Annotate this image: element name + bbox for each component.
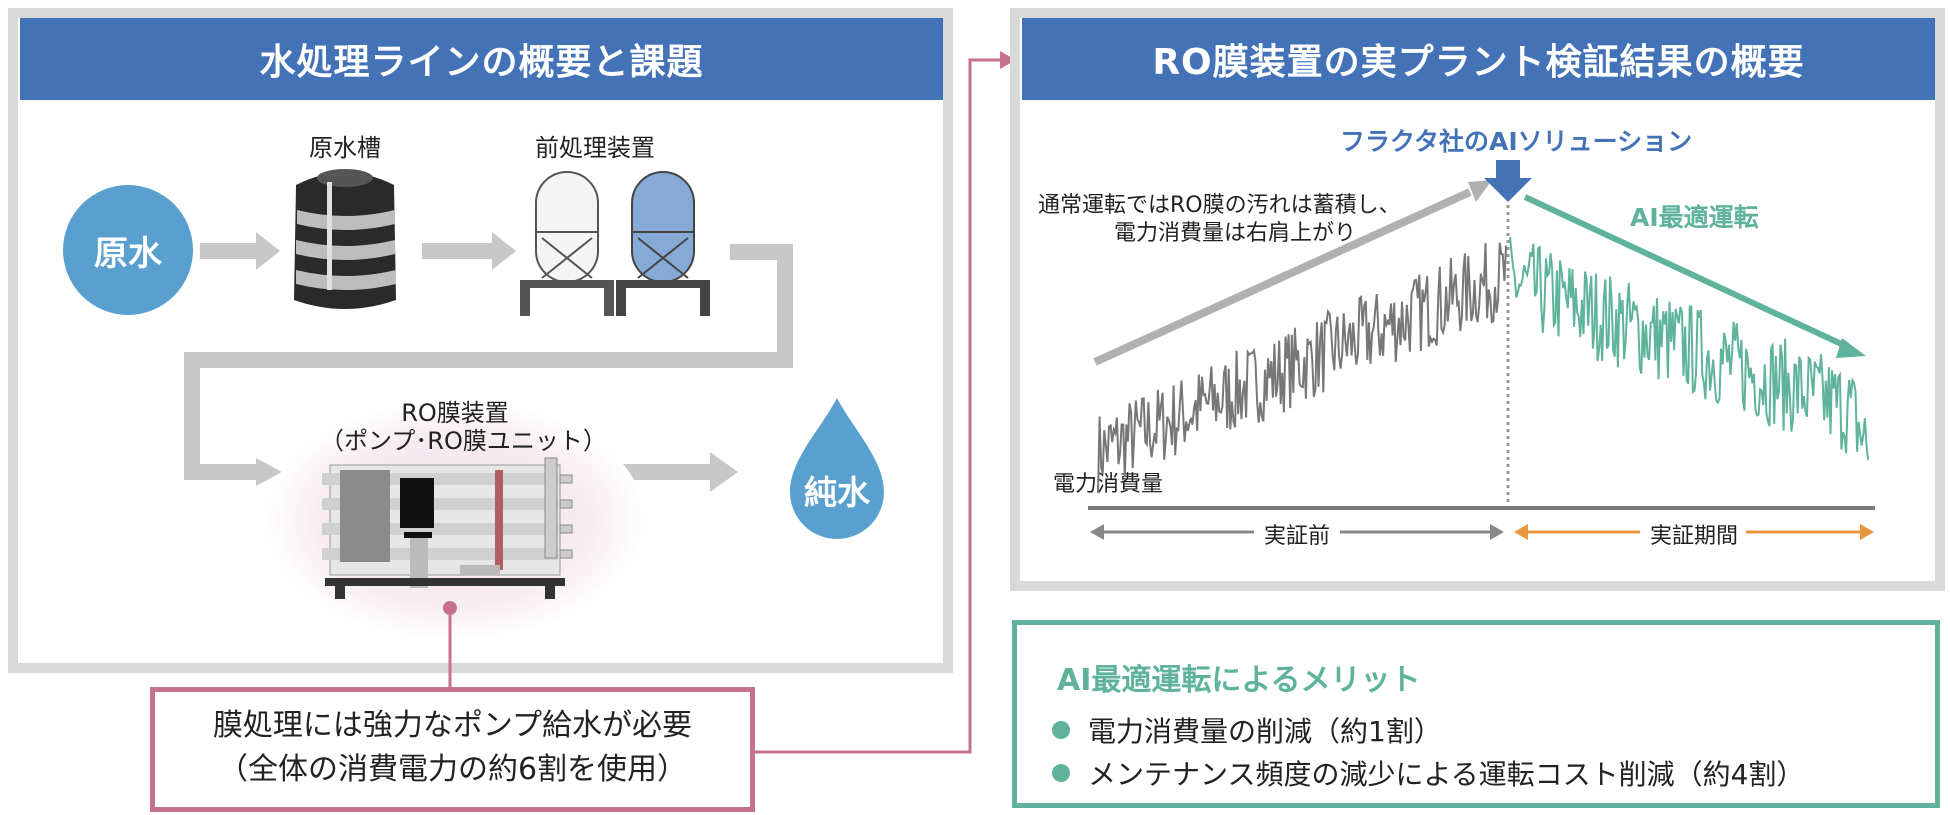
callout-box: 膜処理には強力なポンプ給水が必要 （全体の消費電力の約6割を使用）: [150, 687, 755, 812]
right-panel: [1010, 8, 1945, 591]
ro-unit-sublabel: （ポンプ･RO膜ユニット）: [320, 427, 607, 455]
merit-item: メンテナンス頻度の減少による運転コスト削減（約4割）: [1052, 753, 1804, 793]
normal-op-note: 通常運転ではRO膜の汚れは蓄積し、 電力消費量は右肩上がり: [1038, 192, 1401, 248]
merit-item: 電力消費量の削減（約1割）: [1052, 710, 1442, 750]
series-line-1: [1097, 242, 1507, 494]
y-axis-label: 電力消費量: [1053, 472, 1164, 497]
before-period-label: 実証前: [1263, 524, 1330, 549]
left-panel-title: 水処理ラインの概要と課題: [20, 18, 943, 100]
series-line-2: [1509, 236, 1869, 460]
normal-op-note-line2: 電力消費量は右肩上がり: [1113, 221, 1356, 246]
merits-title: AI最適運転によるメリット: [1057, 663, 1421, 698]
trial-period-label: 実証期間: [1649, 524, 1738, 549]
pretreatment-icon: [520, 171, 710, 316]
merit-item-text: 電力消費量の削減（約1割）: [1088, 715, 1442, 748]
pure-water-label: 純水: [804, 473, 870, 512]
ro-unit-label: RO膜装置: [401, 399, 509, 427]
merits-box: AI最適運転によるメリット 電力消費量の削減（約1割） メンテナンス頻度の減少に…: [1012, 620, 1940, 808]
water-flow-diagram: [184, 169, 884, 640]
ro-unit-icon: [322, 457, 573, 599]
raw-tank-label: 原水槽: [309, 134, 381, 162]
normal-op-note-line1: 通常運転ではRO膜の汚れは蓄積し、: [1038, 193, 1401, 218]
merit-item-text: メンテナンス頻度の減少による運転コスト削減（約4割）: [1088, 758, 1805, 791]
pure-water-drop-icon: [790, 398, 884, 539]
callout-line1: 膜処理には強力なポンプ給水が必要: [212, 708, 693, 743]
bullet-icon: [1052, 721, 1070, 739]
raw-water-circle: 原水: [63, 185, 193, 315]
callout-line2: （全体の消費電力の約6割を使用）: [217, 752, 688, 787]
pretreatment-label: 前処理装置: [535, 134, 655, 162]
right-panel-title: RO膜装置の実プラント検証結果の概要: [1022, 18, 1935, 100]
bullet-icon: [1052, 764, 1070, 782]
power-consumption-chart: [1088, 160, 1875, 540]
ai-solution-label: フラクタ社のAIソリューション: [1340, 127, 1693, 156]
ai-operation-label: AI最適運転: [1630, 203, 1759, 232]
raw-tank-icon: [294, 169, 396, 309]
